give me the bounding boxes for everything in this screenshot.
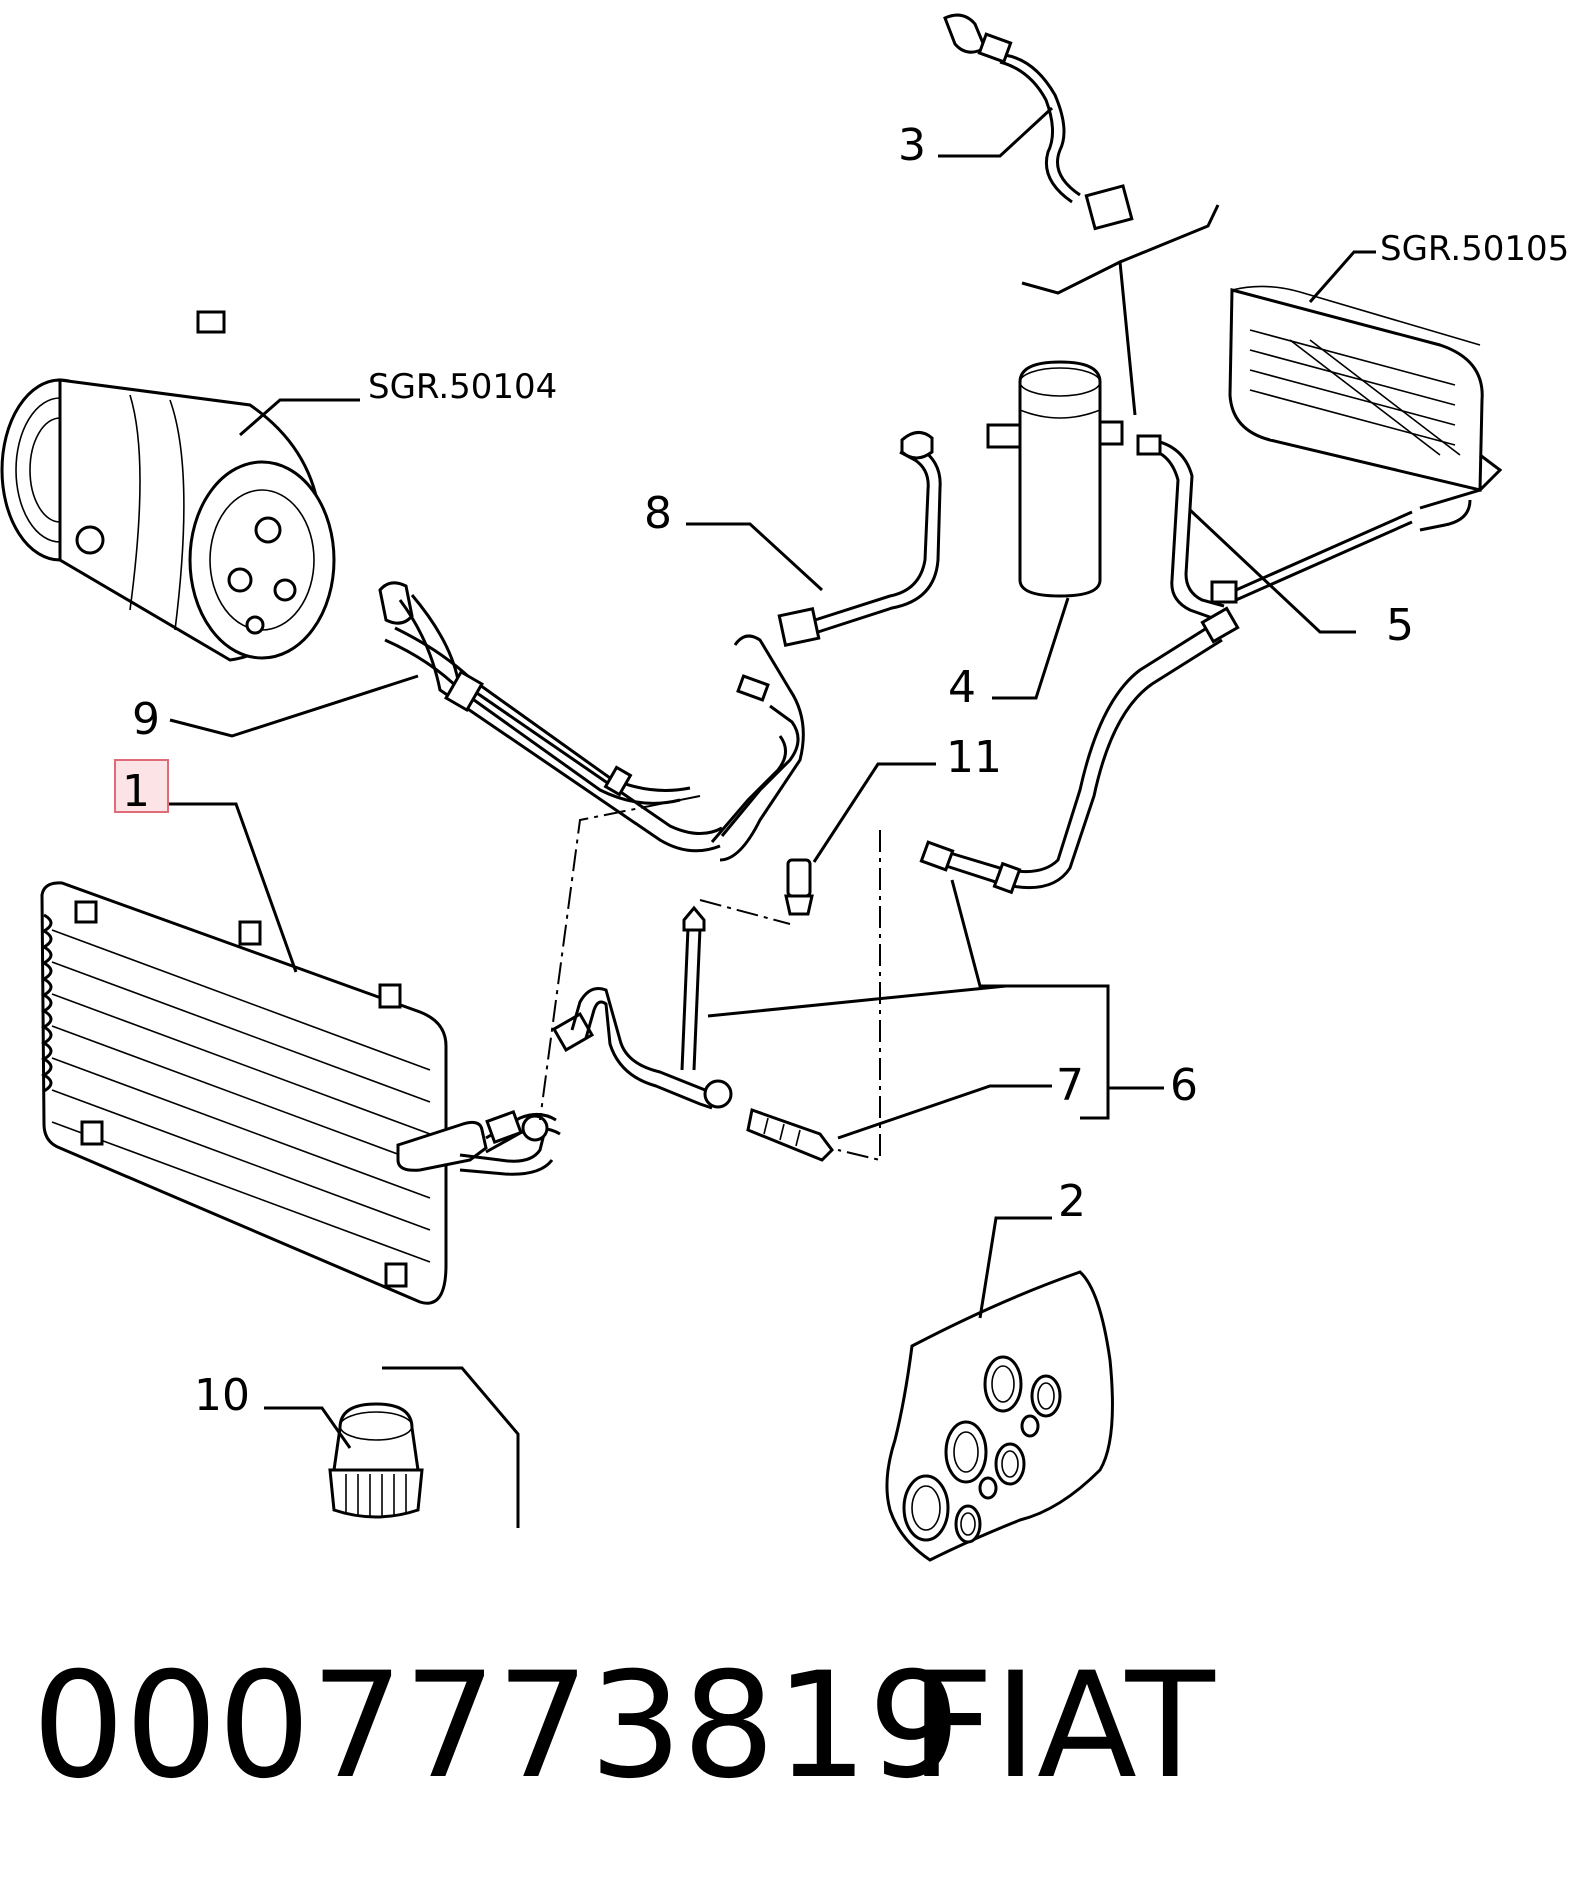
callout-11: 11 — [946, 732, 1002, 783]
callout-7: 7 — [1056, 1060, 1084, 1111]
leader-compressor-ref — [239, 398, 360, 437]
leader-4 — [992, 597, 1070, 700]
leader-2 — [978, 1216, 1000, 1319]
pressure-switch-harness — [943, 13, 1134, 231]
pipe-8 — [777, 431, 942, 647]
leader-1 — [168, 802, 298, 973]
pipe-9 — [378, 581, 805, 862]
callout-2: 2 — [1058, 1176, 1086, 1227]
assembly-line-1 — [539, 795, 701, 1121]
leader-6-bracket — [950, 879, 1110, 1120]
sensor-11 — [784, 858, 814, 916]
evaporator-illustration — [1228, 285, 1503, 532]
leader-evaporator-ref — [1308, 250, 1376, 303]
leader-10 — [264, 1406, 352, 1449]
callout-8: 8 — [644, 488, 672, 539]
callout-6: 6 — [1170, 1060, 1198, 1111]
leader-8 — [686, 522, 824, 592]
assembly-line-3 — [837, 830, 881, 1162]
callout-10: 10 — [194, 1370, 250, 1421]
o-ring-kit-illustration — [885, 1270, 1114, 1562]
callout-1: 1 — [122, 766, 150, 817]
leader-6-to-tee — [707, 984, 1108, 1018]
bracket-10 — [382, 1366, 520, 1528]
ref-evaporator: SGR.50105 — [1380, 229, 1569, 269]
compressor-illustration — [0, 310, 336, 662]
cap-10 — [328, 1402, 424, 1519]
callout-1-highlight — [114, 759, 169, 813]
condenser-pipe — [459, 1109, 561, 1176]
leader-11 — [812, 762, 936, 863]
leader-5 — [1188, 508, 1356, 634]
callout-9: 9 — [132, 694, 160, 745]
callout-4: 4 — [948, 662, 976, 713]
callout-5: 5 — [1386, 600, 1414, 651]
condenser-illustration — [40, 881, 488, 1305]
leader-3 — [938, 106, 1054, 158]
brand-name: FIAT — [910, 1641, 1216, 1811]
part-number: 0007773819 — [32, 1641, 961, 1811]
receiver-drier-illustration — [986, 360, 1124, 598]
fitting-7 — [746, 1108, 834, 1162]
pipe-6 — [551, 606, 1240, 1110]
ref-compressor: SGR.50104 — [368, 367, 557, 407]
leader-9 — [169, 674, 419, 738]
leader-7 — [837, 1084, 1052, 1140]
assembly-line-2 — [699, 899, 791, 925]
pipe-5 — [1136, 434, 1413, 622]
bracket-drier-pointer — [1021, 259, 1137, 416]
callout-3: 3 — [898, 120, 926, 171]
bracket-drier-pointer-2 — [1119, 204, 1220, 264]
